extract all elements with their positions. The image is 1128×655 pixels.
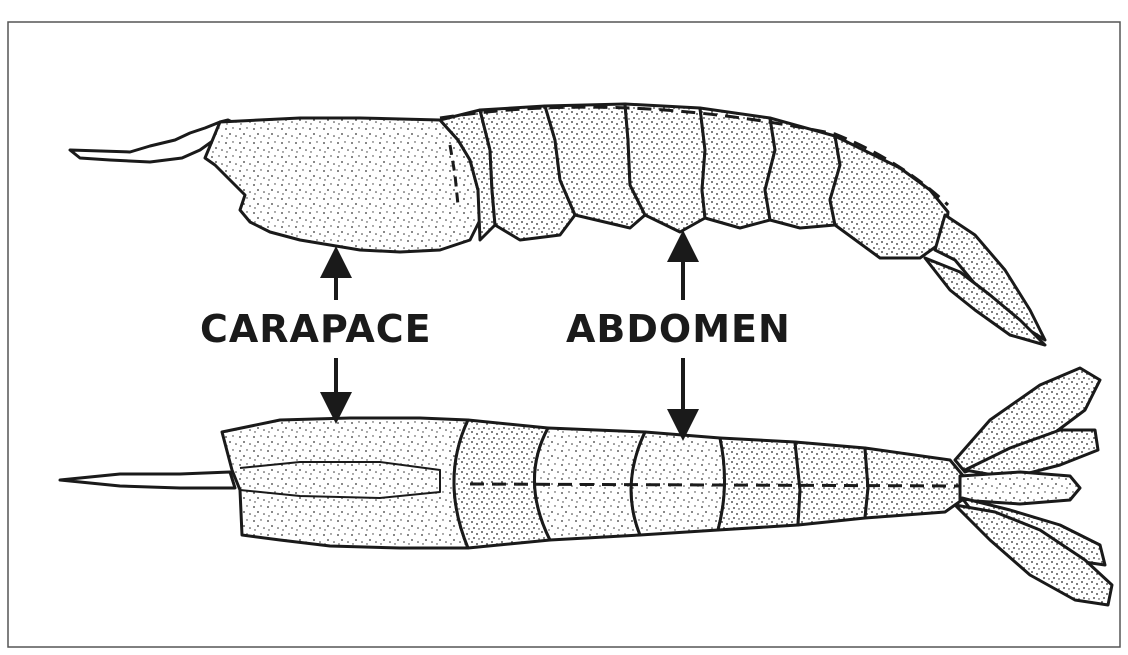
carapace-label: CARAPACE [200,307,432,351]
dorsal-segment-6 [865,448,965,518]
side-segment-6 [765,118,840,228]
dorsal-rostrum [60,472,235,488]
abdomen-label: ABDOMEN [566,307,791,351]
side-segment-5 [700,108,775,228]
side-segment-7 [830,136,948,258]
dorsal-view-shrimp [60,368,1112,605]
side-carapace [205,118,480,252]
dorsal-telson [960,472,1080,504]
dorsal-segment-5 [795,442,868,525]
dorsal-carapace [222,418,475,548]
